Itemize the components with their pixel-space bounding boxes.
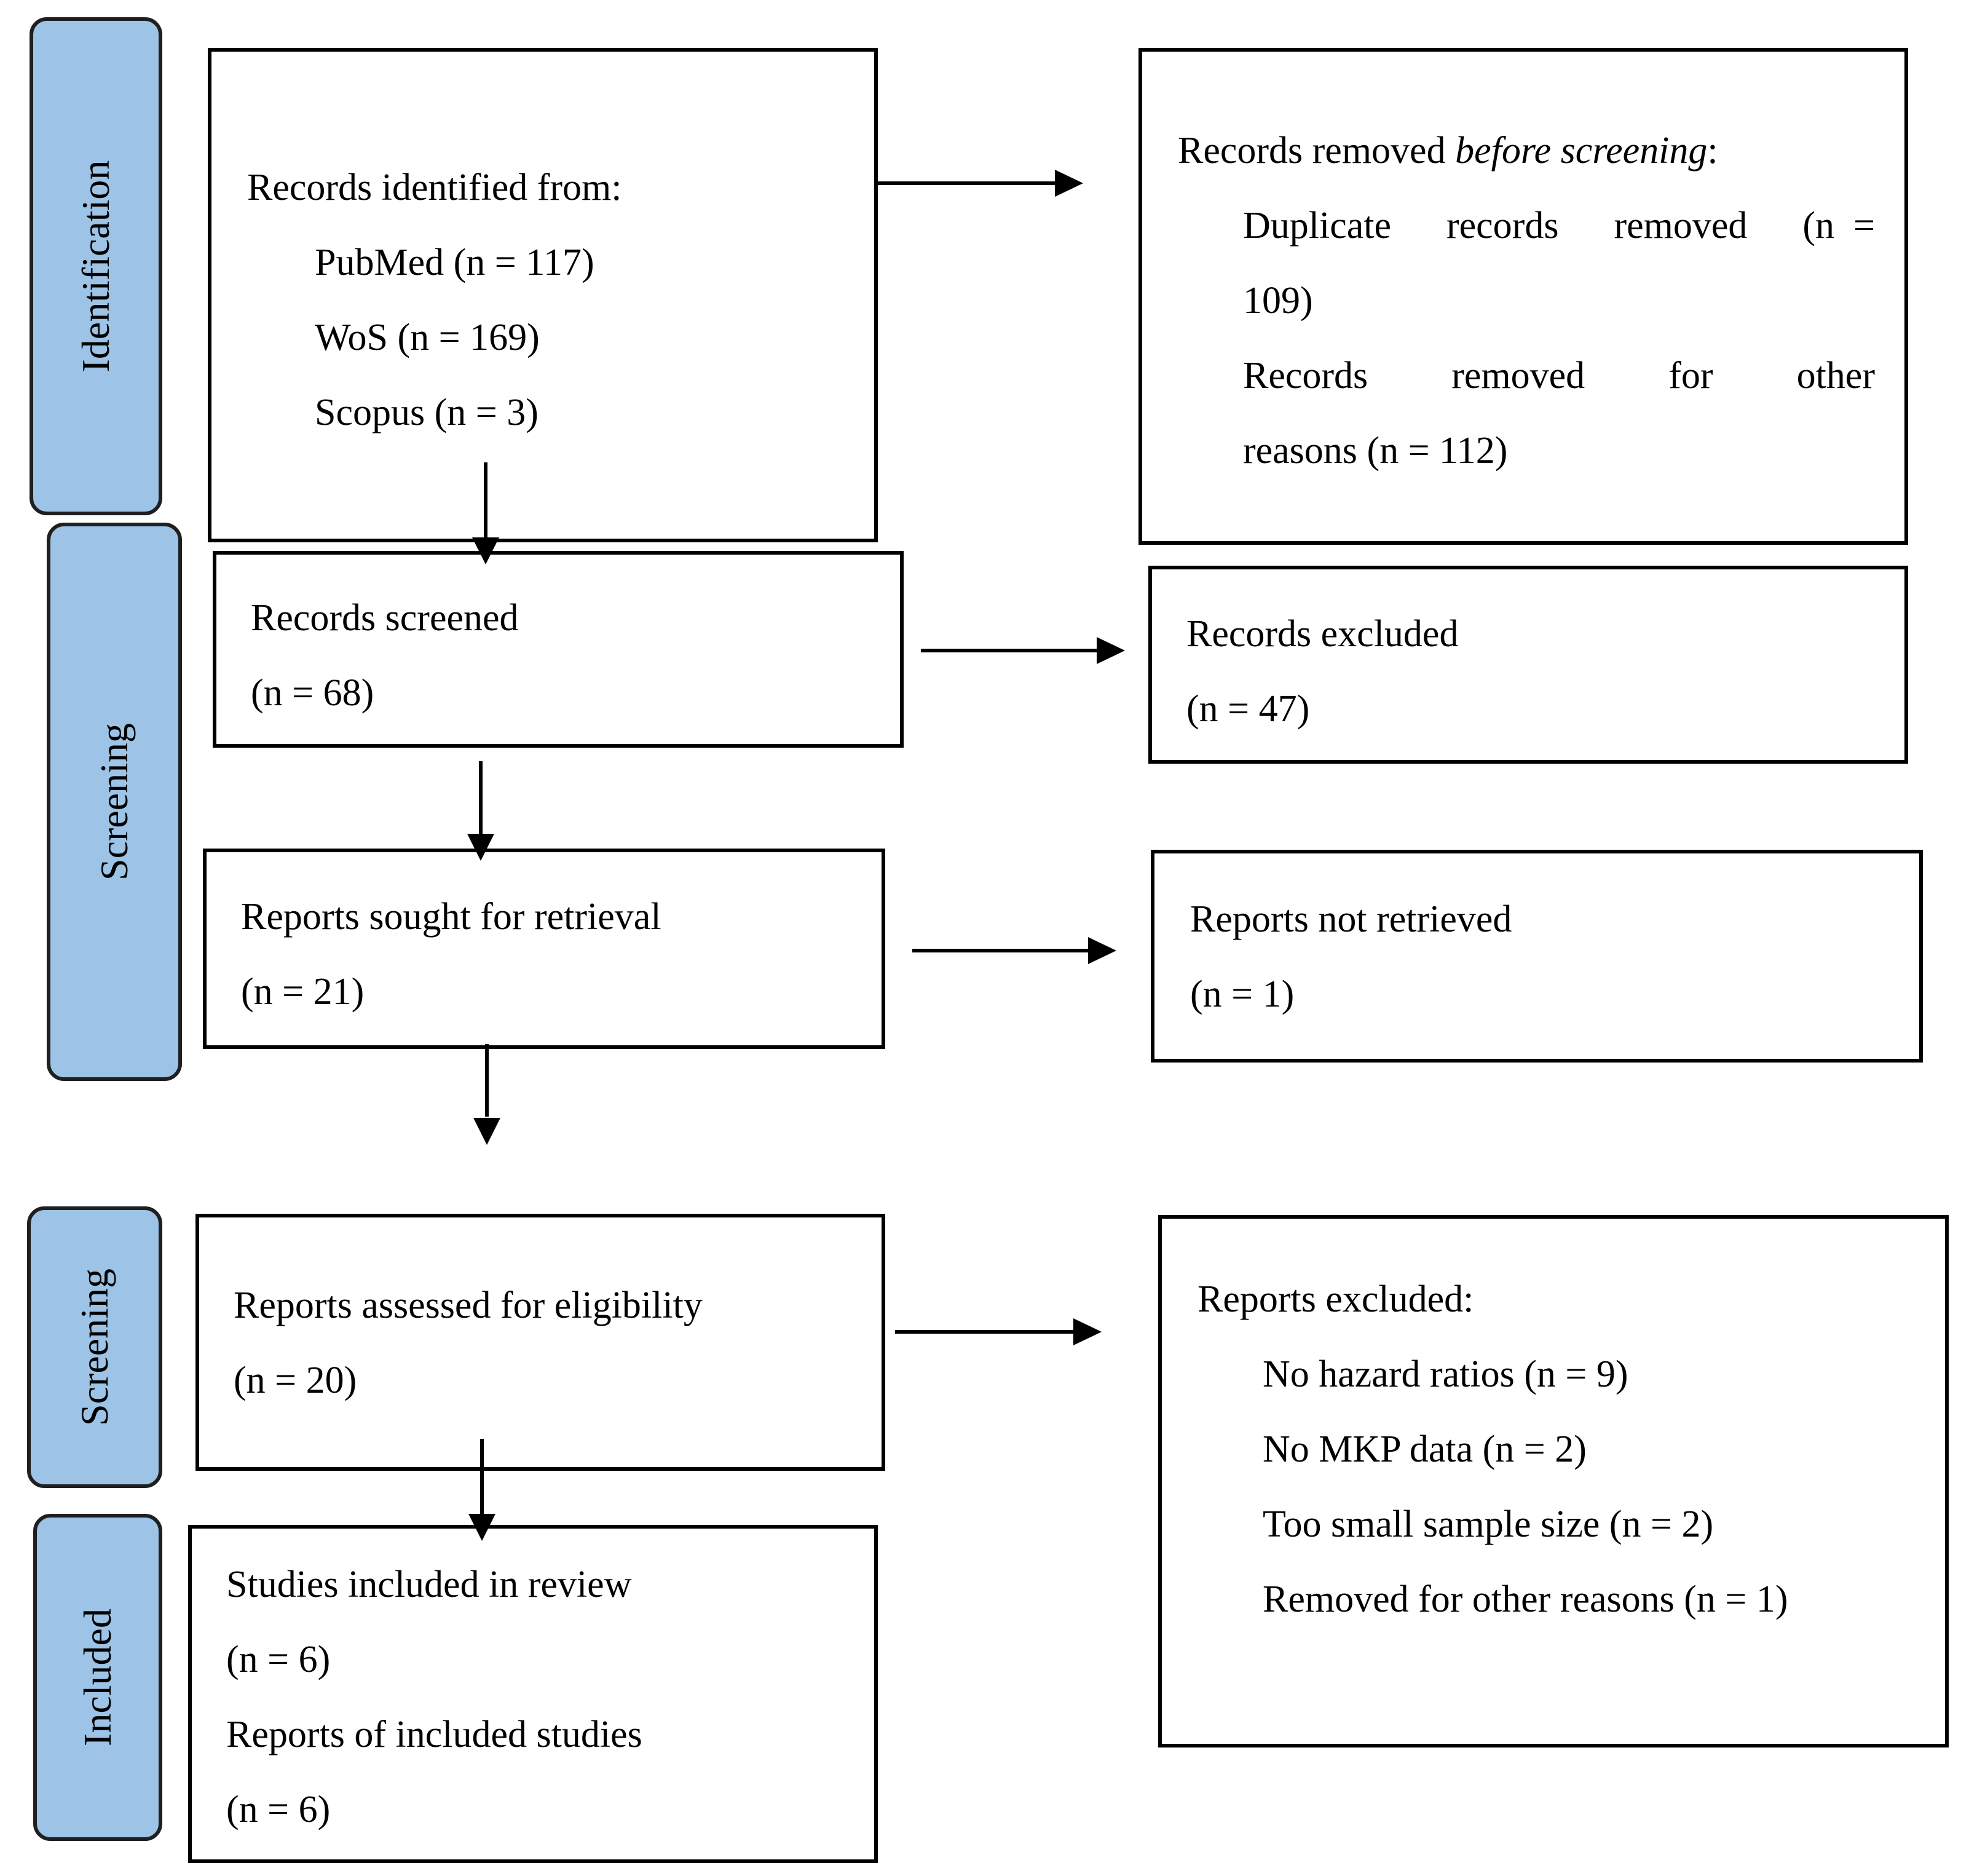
- duplicates-word: Duplicate: [1243, 205, 1392, 247]
- studies-included-box: Studies included in review (n = 6) Repor…: [188, 1525, 878, 1863]
- reports-excluded-heading: Reports excluded:: [1198, 1278, 1474, 1320]
- arrowhead-down: [472, 537, 499, 564]
- records-excluded-count: (n = 47): [1186, 688, 1310, 730]
- arrowhead-right: [1088, 937, 1116, 964]
- source-scopus: Scopus (n = 3): [315, 392, 539, 433]
- records-identified-heading: Records identified from:: [247, 167, 622, 208]
- exclusion-reason: No MKP data (n = 2): [1263, 1428, 1587, 1470]
- records-screened-count: (n = 68): [251, 672, 374, 714]
- arrowhead-down: [467, 834, 494, 861]
- duplicates-count: 109): [1243, 280, 1313, 322]
- duplicates-word: (n =: [1802, 207, 1875, 245]
- other-reasons-word: removed: [1451, 355, 1585, 397]
- phase-included: Included: [33, 1514, 162, 1841]
- records-removed-heading-prefix: Records removed: [1178, 130, 1456, 172]
- other-reasons-count: reasons (n = 112): [1243, 430, 1508, 472]
- duplicates-word-eq: =: [1853, 205, 1875, 247]
- phase-screening-2: Screening: [27, 1206, 162, 1488]
- duplicates-word-n: (n: [1802, 205, 1835, 247]
- records-removed-heading-suffix: :: [1707, 130, 1718, 172]
- duplicates-word: records: [1446, 205, 1559, 247]
- other-reasons-line: Records removed for other: [1243, 357, 1875, 395]
- arrowhead-right: [1097, 637, 1125, 664]
- arrowhead-right: [1073, 1318, 1102, 1345]
- other-reasons-word: Records: [1243, 355, 1368, 397]
- reports-not-retrieved-box: Reports not retrieved (n = 1): [1151, 850, 1923, 1063]
- records-removed-box: Records removed before screening: Duplic…: [1138, 48, 1908, 545]
- arrowhead-down: [468, 1514, 495, 1541]
- duplicates-word: removed: [1614, 205, 1748, 247]
- phase-identification: Identification: [30, 17, 162, 515]
- reports-not-retrieved-count: (n = 1): [1190, 973, 1295, 1015]
- reports-sought-box: Reports sought for retrieval (n = 21): [203, 849, 885, 1049]
- exclusion-reason: No hazard ratios (n = 9): [1263, 1353, 1628, 1395]
- reports-sought-count: (n = 21): [241, 971, 365, 1013]
- records-excluded-box: Records excluded (n = 47): [1148, 566, 1908, 764]
- other-reasons-word: for: [1668, 355, 1713, 397]
- exclusion-reason: Removed for other reasons (n = 1): [1263, 1578, 1788, 1620]
- reports-not-retrieved-title: Reports not retrieved: [1190, 898, 1512, 940]
- arrowhead-down: [473, 1118, 500, 1145]
- reports-assessed-title: Reports assessed for eligibility: [234, 1284, 703, 1326]
- source-wos: WoS (n = 169): [315, 317, 540, 358]
- records-screened-title: Records screened: [251, 597, 519, 639]
- reports-sought-title: Reports sought for retrieval: [241, 896, 661, 938]
- duplicates-line: Duplicate records removed (n =: [1243, 207, 1875, 245]
- reports-excluded-box: Reports excluded: No hazard ratios (n = …: [1158, 1215, 1949, 1747]
- included-reports-count: (n = 6): [226, 1789, 331, 1830]
- records-identified-box: Records identified from: PubMed (n = 117…: [208, 48, 878, 542]
- studies-included-count: (n = 6): [226, 1639, 331, 1680]
- included-reports-title: Reports of included studies: [226, 1714, 642, 1755]
- exclusion-reason: Too small sample size (n = 2): [1263, 1503, 1714, 1545]
- records-excluded-title: Records excluded: [1186, 613, 1459, 655]
- other-reasons-word: other: [1796, 355, 1875, 397]
- arrowhead-right: [1055, 170, 1083, 197]
- studies-included-title: Studies included in review: [226, 1564, 632, 1605]
- source-pubmed: PubMed (n = 117): [315, 242, 594, 283]
- reports-assessed-box: Reports assessed for eligibility (n = 20…: [195, 1214, 885, 1471]
- records-removed-heading-emphasis: before screening: [1455, 130, 1708, 172]
- phase-screening-1: Screening: [47, 523, 182, 1081]
- records-removed-heading: Records removed before screening:: [1178, 132, 1718, 170]
- records-screened-box: Records screened (n = 68): [213, 551, 904, 748]
- reports-assessed-count: (n = 20): [234, 1360, 357, 1401]
